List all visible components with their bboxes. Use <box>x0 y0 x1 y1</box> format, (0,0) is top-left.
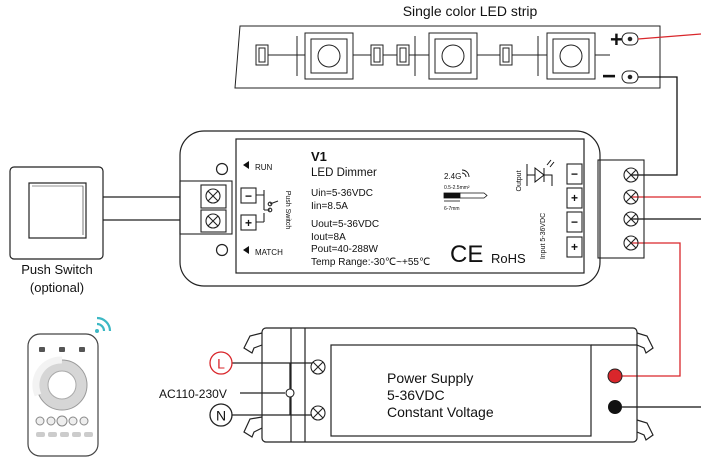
led-chip <box>546 32 596 80</box>
model-name: V1 <box>311 149 327 164</box>
strip-length-label: 6-7mm <box>444 206 460 212</box>
ac-wire <box>230 362 312 416</box>
wire-size-label: 0.5-2.5mm² <box>444 185 470 191</box>
spec-uout: Uout=5-36VDC <box>311 219 379 230</box>
input-plus-wire <box>622 242 681 377</box>
strip-plus-wire <box>637 33 701 40</box>
strip-plus-sign: + <box>610 27 623 52</box>
out-minus-sign: − <box>571 167 578 181</box>
match-label: MATCH <box>255 248 283 257</box>
output-label: Output <box>516 170 523 191</box>
remote-control <box>27 333 99 457</box>
ps-voltage: 5-36VDC <box>387 387 445 403</box>
input-label: Input 5-36VDC <box>540 213 547 259</box>
in-plus-sign: + <box>571 240 578 254</box>
neutral-marker-icon <box>209 403 233 427</box>
spec-uin: Uin=5-36VDC <box>311 188 373 199</box>
pushswitch-wire <box>103 196 180 221</box>
ps-positive-terminal <box>607 368 623 384</box>
match-arrow-icon <box>243 246 249 254</box>
ps-ac-terminal <box>285 359 326 421</box>
run-label: RUN <box>255 163 273 172</box>
run-arrow-icon <box>243 161 249 169</box>
strip-terminal-pads <box>621 32 639 84</box>
ps-title: Power Supply <box>387 370 473 386</box>
ctrl-left-plus: + <box>245 216 252 230</box>
wifi-signal-icon <box>95 316 112 333</box>
product-name: LED Dimmer <box>311 167 377 179</box>
power-supply-body <box>243 327 654 443</box>
spec-iin: Iin=8.5A <box>311 201 348 212</box>
strip-title: Single color LED strip <box>403 3 538 19</box>
output-input-terminal <box>597 159 645 259</box>
out-plus-box <box>566 187 583 209</box>
wire-strip-icon <box>443 192 488 202</box>
in-minus-box <box>566 211 583 233</box>
out-minus-box <box>566 163 583 185</box>
diode-icon <box>526 159 555 186</box>
spec-pout: Pout=40-288W <box>311 244 379 255</box>
ctrl-push-switch-label: Push Switch <box>284 191 291 230</box>
in-plus-box <box>566 236 583 258</box>
wifi-small-icon <box>461 169 470 178</box>
led-chip <box>428 32 478 80</box>
live-label: L <box>217 356 225 372</box>
neutral-label: N <box>216 408 226 424</box>
push-switch-optional: (optional) <box>30 280 84 295</box>
led-strip <box>234 25 661 89</box>
push-switch-title: Push Switch <box>21 262 93 277</box>
ps-negative-terminal <box>608 400 622 414</box>
out-plus-sign: + <box>571 191 578 205</box>
freq-label: 2.4G <box>444 172 461 181</box>
push-switch-device <box>9 166 104 260</box>
in-minus-sign: − <box>571 215 578 229</box>
pushswitch-terminal <box>179 180 279 235</box>
strip-minus-wire <box>631 76 678 176</box>
wires <box>103 33 701 416</box>
strip-minus-sign: − <box>602 63 616 90</box>
rohs-label: RoHS <box>491 251 526 266</box>
spec-temp: Temp Range:-30℃~+55℃ <box>311 257 430 268</box>
spec-iout: Iout=8A <box>311 232 346 243</box>
ac-voltage-label: AC110-230V <box>159 387 227 401</box>
live-marker-icon <box>209 351 233 375</box>
ce-mark: CE <box>450 241 483 268</box>
ps-type: Constant Voltage <box>387 404 494 420</box>
ctrl-left-minus: − <box>245 189 252 203</box>
led-chip <box>304 32 354 80</box>
